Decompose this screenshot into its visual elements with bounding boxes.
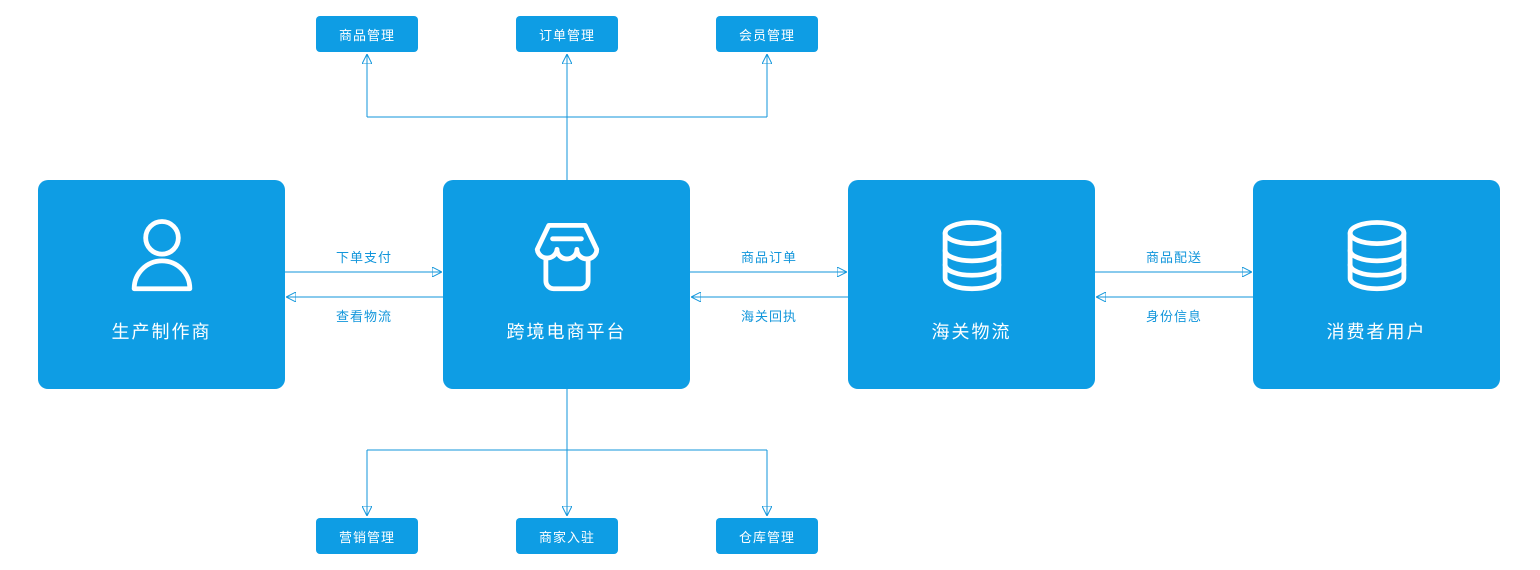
node-product-management: 商品管理 [316,16,418,52]
edge-label-identity-info: 身份信息 [1145,309,1202,324]
user-icon [114,210,210,306]
node-label: 跨境电商平台 [506,322,627,342]
node-label: 订单管理 [538,27,595,43]
node-label: 商家入驻 [538,529,595,545]
node-label: 消费者用户 [1326,322,1427,342]
node-customs-logistics: 海关物流 [848,180,1095,389]
edge-label-product-delivery: 商品配送 [1145,250,1202,265]
node-member-management: 会员管理 [716,16,818,52]
node-label: 生产制作商 [111,322,212,342]
node-merchant-entry: 商家入驻 [516,518,618,554]
node-label: 海关物流 [931,322,1012,342]
storefront-icon [519,210,615,306]
node-label: 商品管理 [338,27,395,43]
database-icon [924,210,1020,306]
edge-label-customs-receipt: 海关回执 [740,309,797,324]
node-label: 会员管理 [738,27,795,43]
node-consumer-user: 消费者用户 [1253,180,1500,389]
edge-label-order-pay: 下单支付 [335,250,392,265]
node-label: 营销管理 [338,529,395,545]
node-ecommerce-platform: 跨境电商平台 [443,180,690,389]
edge-label-view-logistics: 查看物流 [335,309,392,324]
node-marketing-management: 营销管理 [316,518,418,554]
node-warehouse-management: 仓库管理 [716,518,818,554]
database-icon [1329,210,1425,306]
node-order-management: 订单管理 [516,16,618,52]
node-label: 仓库管理 [738,529,795,545]
node-manufacturer: 生产制作商 [38,180,285,389]
edge-label-product-order: 商品订单 [740,250,797,265]
